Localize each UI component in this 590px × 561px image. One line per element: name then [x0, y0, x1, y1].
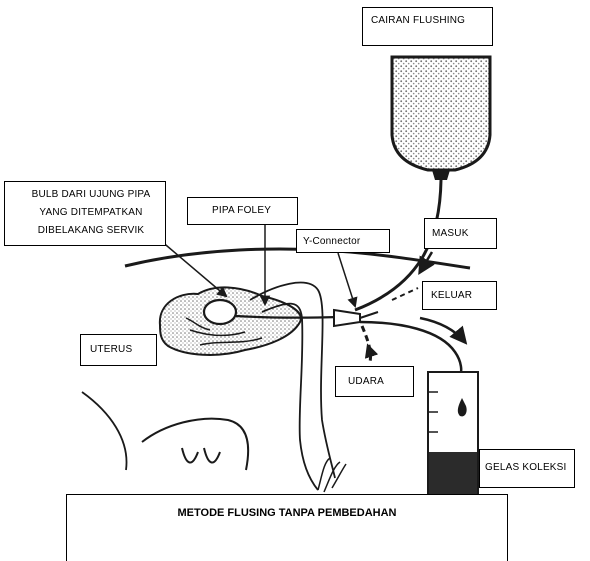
label-y-connector: Y-Connector	[296, 229, 390, 253]
label-gelas-koleksi: GELAS KOLEKSI	[479, 449, 575, 488]
collection-cylinder	[428, 372, 478, 500]
diagram-title-box: METODE FLUSING TANPA PEMBEDAHAN	[66, 494, 508, 561]
label-uterus: UTERUS	[80, 334, 157, 366]
udder-drawing	[142, 419, 248, 470]
y-connector-part	[334, 310, 378, 326]
fluid-bag	[392, 57, 490, 180]
label-keluar: KELUAR	[422, 281, 497, 310]
label-bulb: BULB DARI UJUNG PIPA YANG DITEMPATKAN DI…	[4, 181, 166, 246]
arrow-to-cylinder	[420, 318, 465, 342]
label-cairan-flushing: CAIRAN FLUSHING	[362, 7, 493, 46]
arrow-keluar	[392, 288, 418, 300]
diagram-title: METODE FLUSING TANPA PEMBEDAHAN	[178, 507, 397, 519]
label-udara: UDARA	[335, 366, 414, 397]
air-line	[362, 326, 371, 362]
label-pipa-foley: PIPA FOLEY	[187, 197, 298, 225]
uterus-drawing	[160, 287, 301, 355]
label-masuk: MASUK	[424, 218, 497, 249]
